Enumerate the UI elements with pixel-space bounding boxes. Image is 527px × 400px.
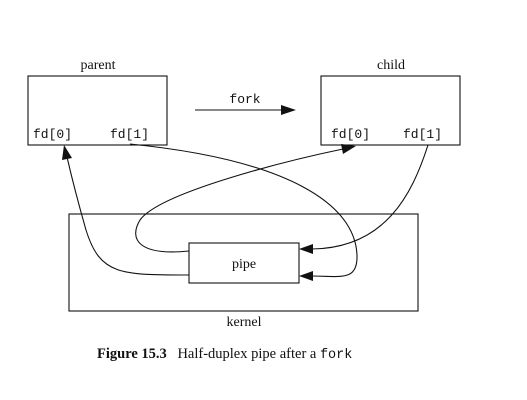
figure-caption: Figure 15.3 Half-duplex pipe after a for… — [97, 346, 517, 363]
fork-arrowhead — [281, 105, 296, 115]
fork-label: fork — [229, 92, 260, 107]
figure-number: Figure 15.3 — [97, 346, 167, 362]
parent-fd1-to-pipe-arrowhead — [299, 271, 313, 281]
child-fd0-label: fd[0] — [331, 127, 370, 142]
child-fd1-to-pipe-arrowhead — [299, 244, 313, 254]
child-fd1-to-pipe-path — [311, 144, 429, 250]
parent-fd0-label: fd[0] — [33, 127, 72, 142]
pipe-to-parent-fd0-path — [66, 156, 190, 276]
child-fd1-label: fd[1] — [403, 127, 442, 142]
child-label: child — [377, 58, 405, 73]
parent-fd1-to-pipe-path — [129, 143, 358, 278]
parent-process-box — [27, 75, 168, 146]
pipe-to-parent-fd0-arrowhead — [62, 145, 72, 160]
caption-code: fork — [319, 348, 353, 363]
child-process-box — [320, 75, 461, 146]
kernel-label: kernel — [227, 315, 262, 330]
pipe-label: pipe — [232, 257, 256, 272]
parent-label: parent — [81, 58, 116, 73]
pipe-to-child-fd0-arrowhead — [341, 144, 356, 154]
parent-fd1-label: fd[1] — [110, 127, 149, 142]
pipe-to-child-fd0-path — [135, 148, 344, 253]
pipe-box — [188, 242, 300, 284]
caption-text: Half-duplex pipe after a — [177, 346, 317, 362]
